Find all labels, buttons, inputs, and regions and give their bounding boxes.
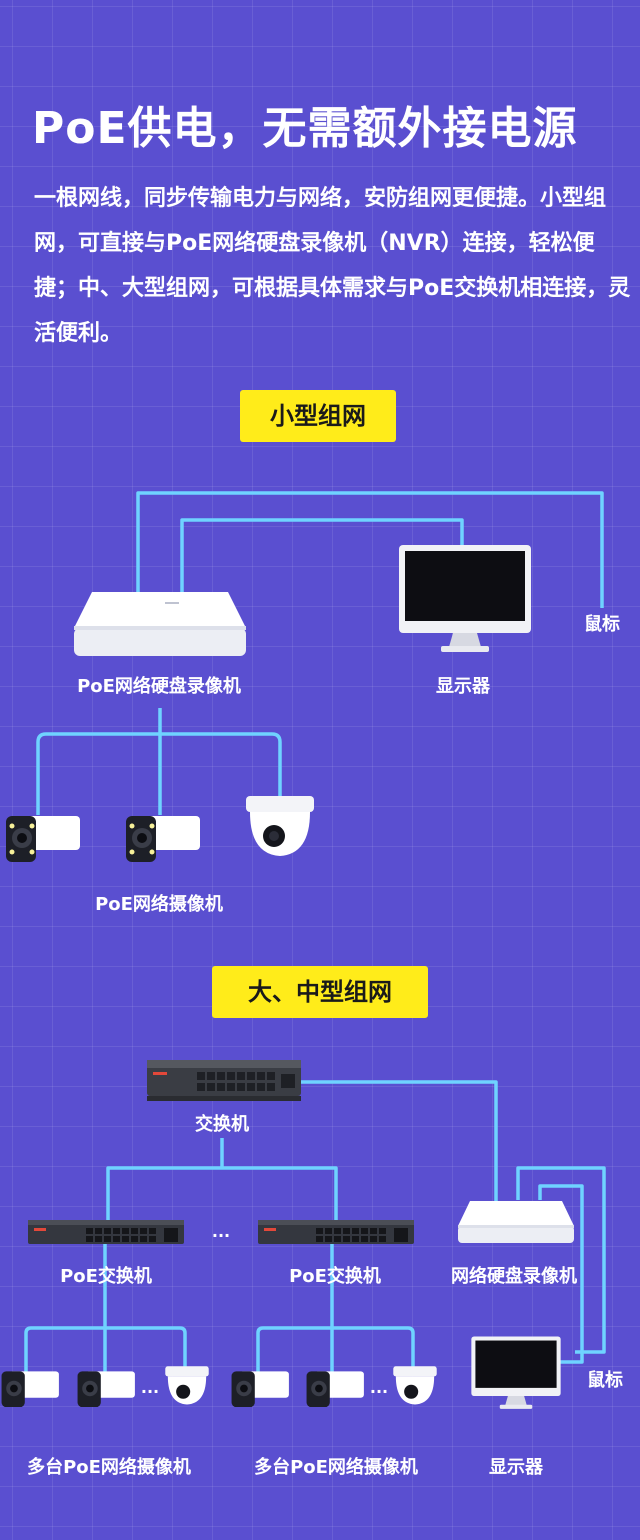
poe-switch-left-label: PoE交换机: [60, 1266, 152, 1287]
bullet-camera-icon: [6, 816, 80, 862]
page-description: 一根网线，同步传输电力与网络，安防组网更便捷。小型组网，可直接与PoE网络硬盘录…: [34, 186, 631, 346]
small-cameras-label: PoE网络摄像机: [95, 894, 223, 915]
switch-poe-branch: [106, 1166, 338, 1222]
switch-icon: [147, 1060, 301, 1101]
dome-camera-icon: [393, 1366, 437, 1405]
poe-right-cameras: [256, 1244, 415, 1372]
large-network-badge: 大、中型组网: [212, 966, 428, 1018]
nvr-monitor-cable: [180, 518, 464, 592]
monitor-icon: [471, 1336, 561, 1409]
poe-switch-icon: [258, 1220, 414, 1244]
cameras-right-label: 多台PoE网络摄像机: [254, 1457, 418, 1478]
small-monitor-label: 显示器: [436, 676, 490, 697]
bullet-camera-icon: [306, 1371, 364, 1408]
switch-nvr-cable: [300, 1080, 498, 1205]
poe-left-cameras: [24, 1244, 187, 1372]
small-network-badge: 小型组网: [240, 390, 396, 442]
large-mouse-label: 鼠标: [587, 1370, 623, 1391]
bullet-camera-icon: [77, 1371, 135, 1408]
cameras-left-label: 多台PoE网络摄像机: [27, 1457, 191, 1478]
monitor-icon: [399, 545, 531, 652]
nvr-icon: [458, 1201, 574, 1243]
bullet-camera-icon: [231, 1371, 289, 1408]
large-nvr-label: 网络硬盘录像机: [451, 1266, 577, 1287]
dome-camera-icon: [165, 1366, 209, 1405]
bullet-camera-icon: [1, 1371, 59, 1408]
poe-switch-icon: [28, 1220, 184, 1244]
nvr-mouse-cable-2: [516, 1166, 606, 1354]
camera-ellipsis-left: ...: [140, 1378, 160, 1397]
small-nvr-label: PoE网络硬盘录像机: [77, 676, 241, 697]
poe-switch-right-label: PoE交换机: [289, 1266, 381, 1287]
camera-ellipsis-right: ...: [369, 1378, 389, 1397]
camera-branch: [36, 732, 282, 815]
page-title: PoE供电，无需额外接电源: [32, 103, 578, 154]
bullet-camera-icon: [126, 816, 200, 862]
switch-label: 交换机: [195, 1114, 249, 1135]
nvr-monitor-cable-2: [538, 1184, 584, 1364]
dome-camera-icon: [246, 796, 314, 856]
nvr-icon: [74, 592, 246, 656]
poe-switch-ellipsis: ...: [211, 1222, 231, 1241]
small-mouse-label: 鼠标: [584, 614, 620, 635]
large-monitor-label: 显示器: [489, 1457, 543, 1478]
nvr-mouse-cable: [136, 491, 604, 608]
